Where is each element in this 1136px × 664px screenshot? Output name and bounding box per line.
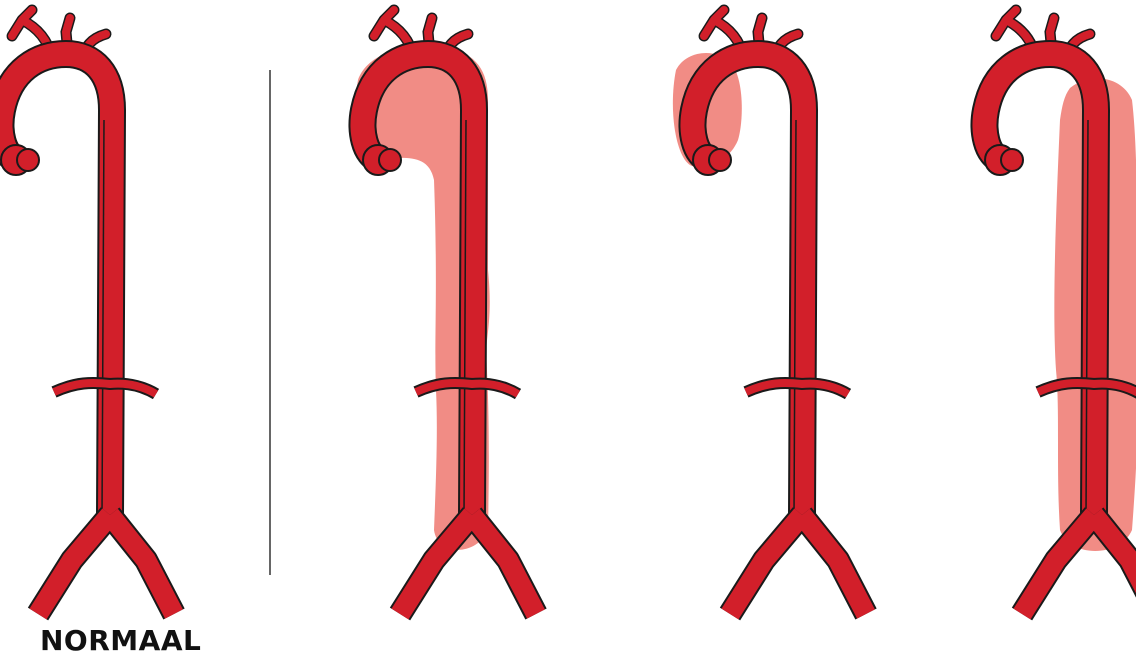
panel-normal	[1, 10, 174, 614]
panel-dissection-descending	[985, 10, 1136, 614]
panel-dissection-arch-and-descending	[356, 10, 536, 614]
normal-aorta	[1, 10, 174, 614]
normal-caption: NORMAAL	[40, 624, 201, 657]
panel-dissection-ascending	[673, 10, 866, 614]
